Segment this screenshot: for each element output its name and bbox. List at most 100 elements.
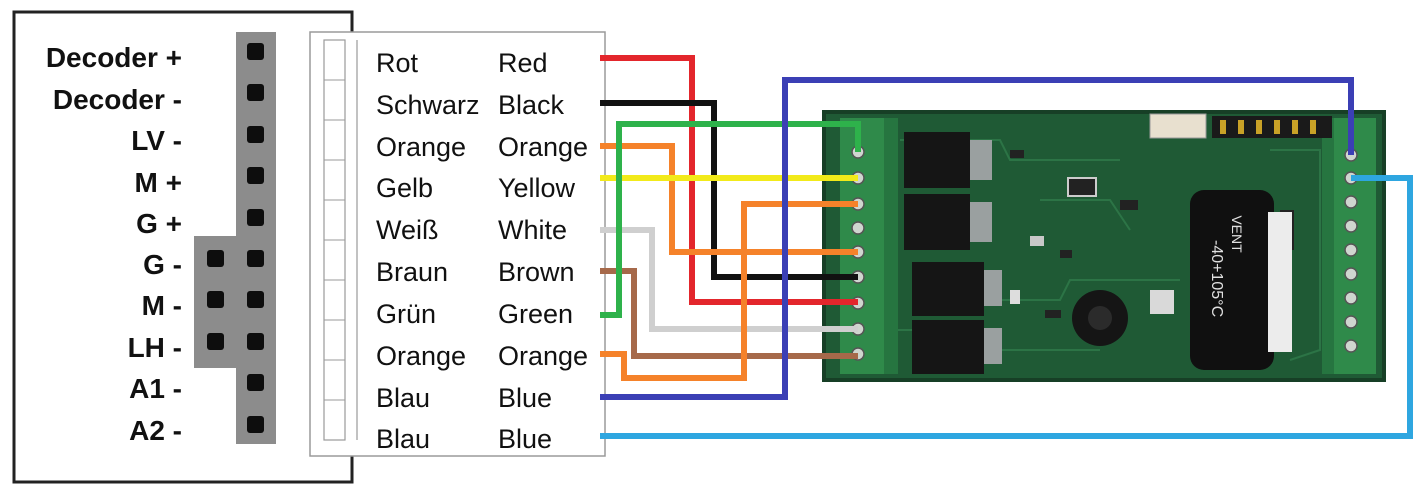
wire-label-en: Green <box>498 299 573 329</box>
wire-label-de: Rot <box>376 48 419 78</box>
terminal-screw <box>1344 243 1358 257</box>
terminal-strip-frame <box>309 31 606 457</box>
pin-label: A2 - <box>129 415 182 446</box>
pin <box>247 43 264 60</box>
terminal-screw <box>1344 315 1358 329</box>
smd-part <box>1150 290 1174 314</box>
pcb-trace <box>1000 279 1180 301</box>
terminal-screw <box>1344 267 1358 281</box>
pin <box>247 416 264 433</box>
pin-label: G - <box>143 249 182 280</box>
terminal-block-right-edge <box>1322 118 1334 374</box>
pin-label: LH - <box>128 332 182 363</box>
header-pin <box>1274 120 1280 134</box>
pin <box>247 333 264 350</box>
power-chip <box>912 262 984 316</box>
pcb-trace <box>1040 199 1131 231</box>
pin <box>247 250 264 267</box>
terminal-block-left <box>840 118 888 374</box>
wire-label-en: White <box>498 215 567 245</box>
wire-label-en: Blue <box>498 383 552 413</box>
board-connector <box>1149 113 1207 139</box>
header-pin <box>1256 120 1262 134</box>
capacitor-text: VENT <box>1229 215 1245 253</box>
wire-white <box>600 227 858 332</box>
pcb-trace <box>1270 149 1321 361</box>
pin-label: M + <box>135 167 182 198</box>
wire-green <box>600 121 861 318</box>
power-chip <box>904 194 970 250</box>
wire-orange-1 <box>600 143 858 255</box>
inductor-core <box>1088 306 1112 330</box>
pin-label: Decoder + <box>46 42 182 73</box>
wire-label-de: Blau <box>376 383 430 413</box>
terminal-block-left-edge <box>884 118 898 374</box>
wire-label-list: Rot Red Schwarz Black Orange Orange Gelb… <box>376 48 588 454</box>
pin-column-main <box>247 43 264 433</box>
header-pin <box>1292 120 1298 134</box>
wire-list <box>600 55 1413 439</box>
wire-label-de: Orange <box>376 341 466 371</box>
terminal-strip-box <box>309 31 606 457</box>
pin <box>247 291 264 308</box>
terminal-screw <box>1344 339 1358 353</box>
pin <box>247 84 264 101</box>
wire-label-en: Black <box>498 90 565 120</box>
wire-label-en: Orange <box>498 341 588 371</box>
pin <box>247 374 264 391</box>
smd-part <box>1120 200 1138 210</box>
wire-label-en: Orange <box>498 132 588 162</box>
pin-label: G + <box>136 208 182 239</box>
pcb-shade <box>822 110 1386 382</box>
wire-label-de: Braun <box>376 257 448 287</box>
pin-header <box>194 32 276 444</box>
wire-label-en: Blue <box>498 424 552 454</box>
terminal-screw <box>1344 219 1358 233</box>
chip-tab <box>984 270 1002 306</box>
pin-label-list: Decoder + Decoder - LV - M + G + G - M -… <box>46 42 182 446</box>
wire-label-en: Brown <box>498 257 575 287</box>
terminal-strip-dividers <box>324 79 345 401</box>
wire-brown <box>600 268 858 359</box>
wire-label-de: Weiß <box>376 215 439 245</box>
chip-tab <box>970 202 992 242</box>
wire-blue <box>600 77 1354 400</box>
smd-part <box>1030 236 1044 246</box>
pin <box>207 250 224 267</box>
pin-label: Decoder - <box>53 84 182 115</box>
capacitor-body <box>1190 190 1274 370</box>
wire-label-en: Red <box>498 48 548 78</box>
wire-label-en: Yellow <box>498 173 576 203</box>
decoder-board: VENT -40+105°C <box>822 110 1386 382</box>
wire-label-de: Gelb <box>376 173 433 203</box>
terminal-screw <box>1344 195 1358 209</box>
pin <box>247 167 264 184</box>
capacitor-sleeve <box>1268 212 1292 352</box>
wire-orange-2 <box>600 201 858 381</box>
pin-label: M - <box>142 290 182 321</box>
smd-part <box>1045 310 1061 318</box>
pin <box>207 291 224 308</box>
header-pin <box>1310 120 1316 134</box>
header-pin <box>1238 120 1244 134</box>
capacitor: VENT -40+105°C <box>1190 190 1292 370</box>
pin <box>247 126 264 143</box>
pin <box>207 333 224 350</box>
pin-column-extra <box>207 250 224 350</box>
wire-label-de: Orange <box>376 132 466 162</box>
pin-label: LV - <box>131 125 182 156</box>
capacitor-text: -40+105°C <box>1208 240 1225 317</box>
wire-light-blue <box>600 175 1413 439</box>
terminal-screw <box>851 221 865 235</box>
smd-part <box>1010 150 1024 158</box>
header-pin <box>1220 120 1226 134</box>
wire-label-de: Schwarz <box>376 90 480 120</box>
pin-label: A1 - <box>129 373 182 404</box>
smd-part <box>1067 177 1097 197</box>
locomotive-interface-box <box>12 10 354 484</box>
power-chip <box>904 132 970 188</box>
smd-part <box>1060 250 1072 258</box>
chip-tab <box>970 140 992 180</box>
pin <box>247 209 264 226</box>
